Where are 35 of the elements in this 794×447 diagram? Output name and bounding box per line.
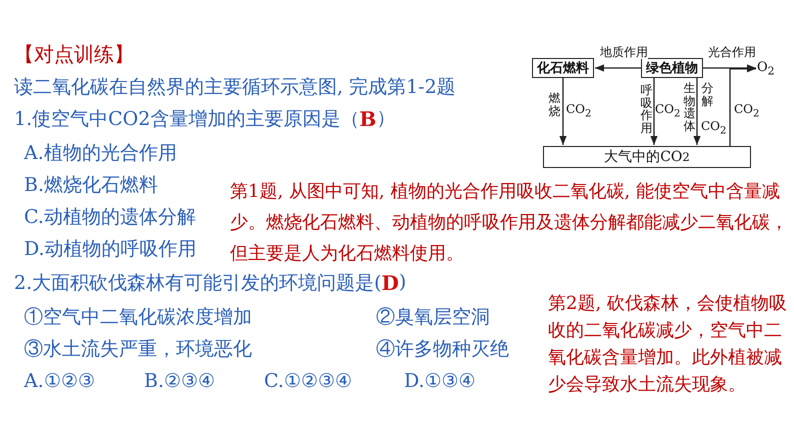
process-box: 化石燃料 [532, 58, 594, 78]
option-text: B.燃烧化石燃料 [24, 174, 158, 197]
answer-mark: D [382, 271, 399, 295]
option-text: D.动植物的呼吸作用 [24, 238, 197, 261]
explanation-text: 第2题, 砍伐森林，会使植物吸收的二氧化碳减少，空气中二氧化碳含量增加。此外植被减少会导致水土流失现象。 [548, 292, 788, 397]
option-text: ④许多物种灭绝 [376, 338, 509, 361]
edge-label: 地质作用 [600, 46, 648, 59]
option-text: ①空气中二氧化碳浓度增加 [24, 306, 252, 329]
option-text: ②臭氧层空洞 [376, 306, 490, 329]
arrow [595, 64, 641, 72]
process-label: 分解 [701, 82, 714, 108]
option-text: A.植物的光合作用 [24, 142, 177, 165]
option-text: B.②③④ [144, 370, 216, 393]
option-text: C.动植物的遗体分解 [24, 206, 196, 229]
output-text: O$_{2}$ [757, 60, 775, 78]
heading: 【对点训练】 [14, 42, 134, 66]
question-text: ） [376, 107, 396, 130]
instruction-text: 读二氧化碳在自然界的主要循环示意图, 完成第1-2题 [14, 76, 456, 99]
process-box: 绿色植物 [641, 58, 703, 78]
answer-mark: B [359, 107, 376, 131]
question-text: 1.使空气中CO2含量增加的主要原因是（ [14, 108, 360, 131]
edge-label: 光合作用 [708, 46, 756, 59]
edge-label: 燃烧 [548, 92, 561, 118]
arrow [559, 78, 567, 145]
option-text: D.①③④ [404, 370, 476, 393]
option-text: C.①②③④ [264, 370, 352, 393]
question-text: ) [398, 271, 406, 294]
option-text: ③水土流失严重，环境恶化 [24, 338, 252, 361]
edge-label: 生物遗体 [683, 82, 696, 132]
question-text: 2.大面积砍伐森林有可能引发的环境问题是( [14, 272, 382, 295]
option-text: A.①②③ [24, 370, 95, 393]
arrow [650, 78, 658, 145]
explanation-text: 第1题, 从图中可知, 植物的光合作用吸收二氧化碳, 能使空气中含量减少。燃烧化石燃料、动植物的呼吸作用及遗体分解都能减少二氧化碳，但主要是人为化石燃料使用。 [230, 180, 788, 266]
edge-label: 呼吸作用 [640, 84, 653, 134]
arrow [693, 78, 701, 145]
